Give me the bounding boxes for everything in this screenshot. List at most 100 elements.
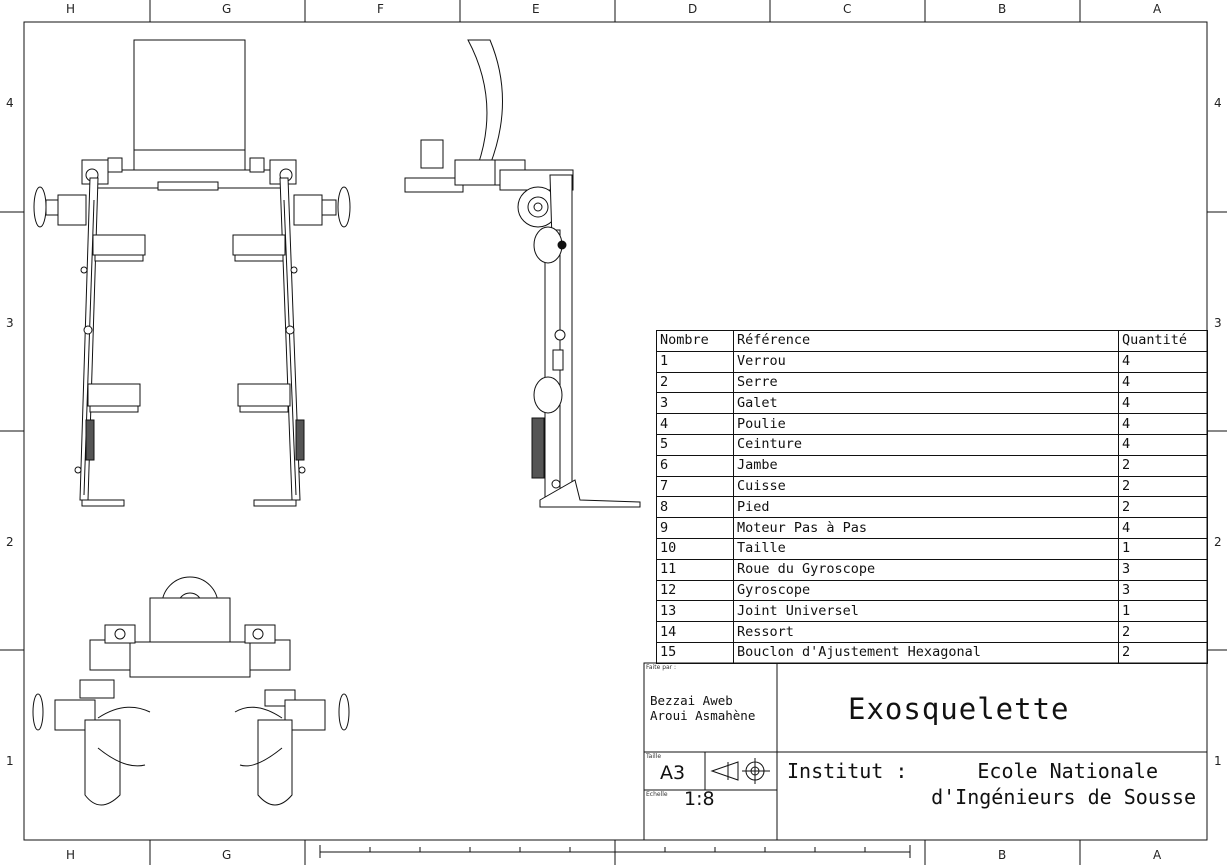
cell-reference: Roue du Gyroscope <box>733 558 1119 581</box>
side-zone-ticks <box>0 211 1227 651</box>
cell-quantity: 2 <box>1118 475 1208 498</box>
zone-label-top: C <box>843 2 852 16</box>
top-zone-ticks <box>149 0 1081 22</box>
cell-number: 2 <box>656 371 734 394</box>
zone-label-top: G <box>222 2 232 16</box>
cell-number: 10 <box>656 537 734 560</box>
front-view <box>33 39 351 507</box>
zone-label-top: H <box>66 2 76 16</box>
side-view <box>404 39 641 508</box>
institute-label: Institut : <box>787 759 908 783</box>
zone-label-right: 4 <box>1214 96 1222 110</box>
institute-name: Ecole Nationale d'Ingénieurs de Sousse <box>912 758 1196 810</box>
cell-quantity: 2 <box>1118 621 1208 643</box>
cell-reference: Pied <box>733 496 1119 519</box>
zone-label-right: 1 <box>1214 754 1222 768</box>
zone-label-right: 2 <box>1214 535 1222 549</box>
cell-reference: Ceinture <box>733 433 1119 456</box>
cell-number: 6 <box>656 454 734 477</box>
zone-label-bottom: G <box>222 848 232 862</box>
first-angle-projection-icon <box>710 758 770 784</box>
author-name: Bezzai Aweb <box>650 693 733 708</box>
cell-quantity: 4 <box>1118 392 1208 415</box>
made-by-label: Faite par : <box>646 664 677 671</box>
cell-reference: Taille <box>733 537 1119 560</box>
cell-number: 4 <box>656 413 734 435</box>
cell-number: 14 <box>656 621 734 643</box>
cell-quantity: 1 <box>1118 600 1208 623</box>
cell-number: 5 <box>656 433 734 456</box>
cell-reference: Jambe <box>733 454 1119 477</box>
zone-label-right: 3 <box>1214 316 1222 330</box>
cell-reference: Galet <box>733 392 1119 415</box>
drawing-title: Exosquelette <box>848 692 1070 726</box>
cell-quantity: 4 <box>1118 413 1208 435</box>
zone-label-top: E <box>532 2 540 16</box>
cell-reference: Verrou <box>733 350 1119 373</box>
zone-label-bottom: B <box>998 848 1007 862</box>
cell-number: 7 <box>656 475 734 498</box>
zone-label-top: D <box>688 2 698 16</box>
zone-label-left: 3 <box>6 316 14 330</box>
header-number: Nombre <box>656 330 734 352</box>
size-label: Taille <box>646 753 662 760</box>
zone-label-bottom: H <box>66 848 76 862</box>
cell-number: 9 <box>656 517 734 539</box>
zone-label-top: F <box>377 2 384 16</box>
cell-number: 12 <box>656 579 734 602</box>
cell-quantity: 2 <box>1118 496 1208 519</box>
drawing-scale: 1:8 <box>684 788 715 810</box>
cell-quantity: 3 <box>1118 558 1208 581</box>
zone-label-top: B <box>998 2 1007 16</box>
header-reference: Référence <box>733 330 1119 352</box>
cell-quantity: 4 <box>1118 517 1208 539</box>
title-block <box>643 662 1208 841</box>
zone-label-bottom: A <box>1153 848 1162 862</box>
zone-label-left: 2 <box>6 535 14 549</box>
scale-label: Echelle <box>646 791 668 798</box>
institute-name-line2: d'Ingénieurs de Sousse <box>931 785 1196 809</box>
zone-label-left: 4 <box>6 96 14 110</box>
header-quantity: Quantité <box>1118 330 1208 352</box>
cell-reference: Poulie <box>733 413 1119 435</box>
cell-quantity: 3 <box>1118 579 1208 602</box>
cell-quantity: 2 <box>1118 641 1208 664</box>
bottom-zone-ticks <box>149 840 1081 865</box>
table-header-row: Nombre Référence Quantité <box>656 330 1208 352</box>
cell-reference: Joint Universel <box>733 600 1119 623</box>
cell-quantity: 1 <box>1118 537 1208 560</box>
institute-name-line1: Ecole Nationale <box>977 759 1158 783</box>
cell-reference: Gyroscope <box>733 579 1119 602</box>
sheet-size: A3 <box>660 762 686 784</box>
cell-number: 3 <box>656 392 734 415</box>
cell-number: 15 <box>656 641 734 664</box>
authors-block: Bezzai Aweb Aroui Asmahène <box>650 693 755 723</box>
cell-reference: Cuisse <box>733 475 1119 498</box>
top-view <box>32 576 350 806</box>
cell-reference: Moteur Pas à Pas <box>733 517 1119 539</box>
cell-number: 1 <box>656 350 734 373</box>
cell-reference: Ressort <box>733 621 1119 643</box>
cell-quantity: 4 <box>1118 350 1208 373</box>
cell-number: 8 <box>656 496 734 519</box>
cell-number: 13 <box>656 600 734 623</box>
cell-quantity: 4 <box>1118 433 1208 456</box>
cell-quantity: 2 <box>1118 454 1208 477</box>
